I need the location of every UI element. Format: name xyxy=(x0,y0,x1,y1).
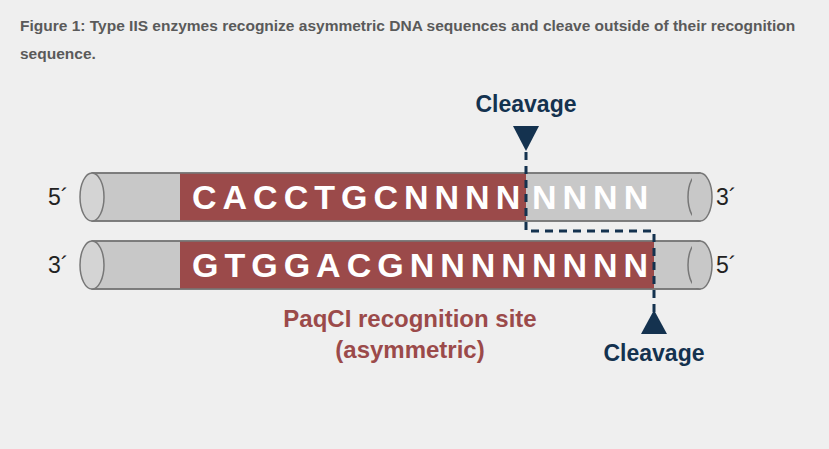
dna-strand: CACCTGCNNNNNNNN xyxy=(80,173,712,221)
cleavage-label: Cleavage xyxy=(603,340,704,367)
cleavage-marker xyxy=(641,310,667,334)
site-label: PaqCI recognition site (asymmetric) xyxy=(280,303,540,365)
strand-end-label: 3´ xyxy=(48,252,68,279)
strand-end-label: 5´ xyxy=(48,184,68,211)
strand-cap xyxy=(688,173,712,221)
strand-body xyxy=(92,241,700,289)
bottom-strand xyxy=(80,241,712,289)
strand-cap xyxy=(688,241,712,289)
strand-body xyxy=(92,173,700,221)
cleavage-path xyxy=(526,152,654,316)
cap-fill xyxy=(692,174,700,220)
recognition-region xyxy=(180,173,526,221)
cleavage-label: Cleavage xyxy=(475,91,576,118)
sequence-text: CACCTGCNNNN xyxy=(192,173,526,221)
figure-title: Figure 1: Type IIS enzymes recognize asy… xyxy=(20,12,810,68)
strand-end-label: 5´ xyxy=(716,252,736,279)
cleavage-marker xyxy=(513,126,539,151)
strand-edge xyxy=(92,173,700,221)
strand-end xyxy=(80,241,104,289)
strand-end xyxy=(80,173,104,221)
cap-fill xyxy=(692,242,700,288)
recognition-region xyxy=(180,241,654,289)
dna-strand: GTGGACGNNNNNNNN xyxy=(80,241,712,289)
sequence-text: NNNN xyxy=(532,173,654,221)
strand-edge xyxy=(92,241,700,289)
strand-end-label: 3´ xyxy=(716,184,736,211)
sequence-text: GTGGACGNNNNNNNN xyxy=(192,241,654,289)
top-strand xyxy=(80,173,712,221)
